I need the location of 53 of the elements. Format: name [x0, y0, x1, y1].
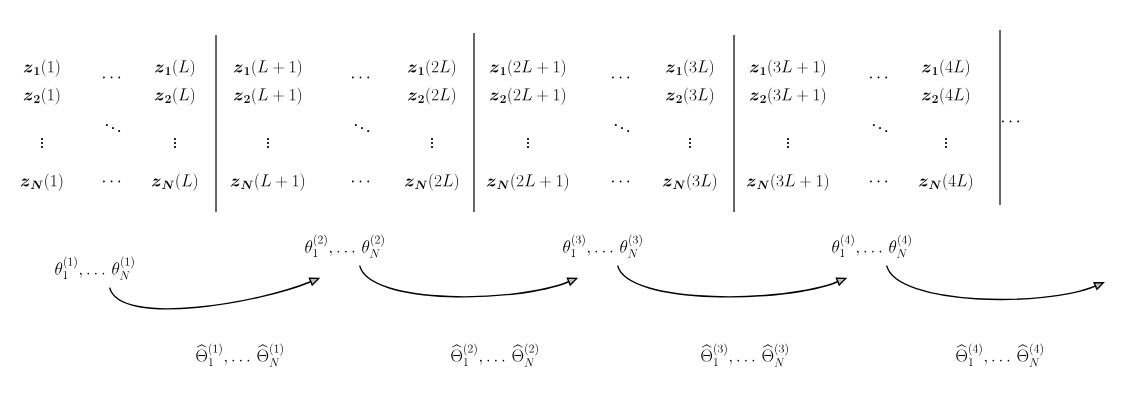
matrix-entry: $\boldsymbol{z}_{\boldsymbol{2}}(3L)$ [666, 87, 714, 105]
matrix-entry: $\boldsymbol{z}_{\boldsymbol{1}}(3L+1)$ [750, 59, 826, 77]
matrix-entry: $\boldsymbol{z}_{\boldsymbol{2}}(1)$ [23, 87, 60, 105]
matrix-entry: $\vdots$ [174, 138, 176, 148]
matrix-entry: $\boldsymbol{z}_{\boldsymbol{1}}(2L+1)$ [490, 59, 566, 77]
matrix-entry: $\boldsymbol{z}_{\boldsymbol{N}}(L+1)$ [231, 173, 305, 191]
matrix-entry: $\ddots$ [354, 124, 370, 133]
matrix-entry: $\cdots$ [612, 180, 630, 183]
matrix-entry: $\boldsymbol{z}_{\boldsymbol{N}}(4L)$ [919, 173, 973, 191]
matrix-entry: $\vdots$ [527, 138, 529, 148]
matrix-entry: $\vdots$ [431, 138, 433, 148]
edge-label: $\widehat{\Theta}_1^{(2)}, \ldots\, \widehat{\Theta}_N^{(2)}$ [451, 343, 538, 367]
matrix-entry: $\boldsymbol{z}_{\boldsymbol{N}}(3L+1)$ [747, 173, 829, 191]
matrix-entry: $\boldsymbol{z}_{\boldsymbol{1}}(L)$ [155, 59, 195, 77]
matrix-entry: $\boldsymbol{z}_{\boldsymbol{2}}(L)$ [155, 87, 195, 105]
matrix-entry: $\vdots$ [689, 138, 691, 148]
matrix-entry: $\boldsymbol{z}_{\boldsymbol{N}}(L)$ [152, 173, 198, 191]
parameter-label: $\theta_1^{(1)}, \ldots\, \theta_N^{(1)}$ [55, 256, 134, 280]
matrix-entry: $\boldsymbol{z}_{\boldsymbol{2}}(4L)$ [922, 87, 970, 105]
matrix-entry: $\vdots$ [945, 138, 947, 148]
matrix-entry: $\vdots$ [41, 138, 43, 148]
edge-label: $\widehat{\Theta}_1^{(3)}, \ldots\, \widehat{\Theta}_N^{(3)}$ [701, 343, 788, 367]
matrix-entry: $\boldsymbol{z}_{\boldsymbol{1}}(3L)$ [666, 59, 714, 77]
matrix-entry: $\boldsymbol{z}_{\boldsymbol{2}}(3L+1)$ [750, 87, 826, 105]
edge-label: $\widehat{\Theta}_1^{(1)}, \ldots\, \widehat{\Theta}_N^{(1)}$ [196, 343, 283, 367]
matrix-entry: $\boldsymbol{z}_{\boldsymbol{N}}(2L)$ [405, 173, 459, 191]
edge-label: $\widehat{\Theta}_1^{(4)}, \ldots\, \widehat{\Theta}_N^{(4)}$ [956, 343, 1043, 367]
matrix-entry: $\cdots$ [352, 76, 370, 79]
matrix-entry: $\cdots$ [870, 180, 888, 183]
ellipsis: $\cdots$ [1002, 120, 1020, 123]
matrix-entry: $\ddots$ [872, 124, 888, 133]
matrix-entry: $\boldsymbol{z}_{\boldsymbol{N}}(3L)$ [663, 173, 717, 191]
parameter-label: $\theta_1^{(3)}, \ldots\, \theta_N^{(3)}$ [563, 234, 642, 258]
parameter-label: $\theta_1^{(2)}, \ldots\, \theta_N^{(2)}$ [305, 234, 384, 258]
matrix-entry: $\ddots$ [614, 124, 630, 133]
parameter-label: $\theta_1^{(4)}, \ldots\, \theta_N^{(4)}$ [832, 234, 911, 258]
matrix-entry: $\ddots$ [105, 124, 121, 133]
matrix-entry: $\cdots$ [102, 180, 121, 183]
matrix-entry: $\boldsymbol{z}_{\boldsymbol{1}}(2L)$ [408, 59, 456, 77]
matrix-entry: $\cdots$ [612, 76, 630, 79]
matrix-entry: $\cdots$ [102, 76, 121, 79]
matrix-entry: $\boldsymbol{z}_{\boldsymbol{2}}(L+1)$ [234, 87, 302, 105]
matrix-entry: $\boldsymbol{z}_{\boldsymbol{N}}(1)$ [20, 173, 63, 191]
matrix-entry: $\cdots$ [352, 180, 370, 183]
matrix-entry: $\boldsymbol{z}_{\boldsymbol{1}}(4L)$ [922, 59, 970, 77]
matrix-entry: $\boldsymbol{z}_{\boldsymbol{1}}(1)$ [23, 59, 60, 77]
matrix-entry: $\boldsymbol{z}_{\boldsymbol{N}}(2L+1)$ [487, 173, 569, 191]
matrix-entry: $\vdots$ [267, 138, 269, 148]
matrix-entry: $\cdots$ [870, 76, 888, 79]
matrix-entry: $\vdots$ [787, 138, 789, 148]
matrix-entry: $\boldsymbol{z}_{\boldsymbol{2}}(2L+1)$ [490, 87, 566, 105]
matrix-entry: $\boldsymbol{z}_{\boldsymbol{2}}(2L)$ [408, 87, 456, 105]
matrix-entry: $\boldsymbol{z}_{\boldsymbol{1}}(L+1)$ [234, 59, 302, 77]
